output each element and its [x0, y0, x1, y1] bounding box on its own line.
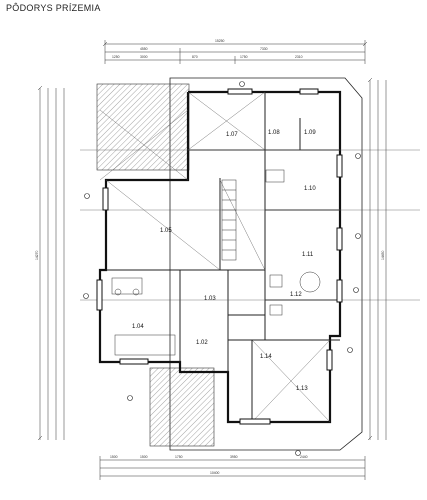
dim-left-total: 14270 — [35, 250, 39, 260]
room-1-10: 1.10 — [304, 186, 316, 192]
dim-top-c3: 870 — [192, 55, 198, 59]
dim-bot-4: 3950 — [230, 455, 238, 459]
fixtures — [111, 169, 321, 356]
room-1-08: 1.08 — [268, 130, 280, 136]
windows — [96, 88, 343, 425]
room-1-05: 1.05 — [160, 228, 172, 234]
room-1-09: 1.09 — [304, 130, 316, 136]
construction-lines — [80, 91, 420, 423]
dim-bot-1: 1500 — [110, 455, 118, 459]
room-1-12: 1.12 — [290, 292, 302, 298]
room-1-13: 1.13 — [296, 386, 308, 392]
bottom-dimension-texts: 1500 1500 1750 3950 2440 10400 — [110, 455, 308, 475]
dim-bot-2: 1500 — [140, 455, 148, 459]
dim-top-c4: 1750 — [240, 55, 248, 59]
room-1-11: 1.11 — [302, 252, 314, 258]
room-labels: 1.05 1.04 1.03 1.02 1.07 1.08 1.09 1.10 … — [132, 130, 316, 392]
dim-bot-total: 10400 — [210, 471, 220, 475]
dim-top-c2: 3000 — [140, 55, 148, 59]
room-1-03: 1.03 — [204, 296, 216, 302]
page-title: PÔDORYS PRÍZEMIA — [6, 3, 101, 13]
roof-outline — [169, 77, 363, 451]
grid-markers — [83, 81, 361, 456]
side-dimension-lines — [39, 80, 387, 440]
terrace-top — [96, 83, 190, 171]
dim-ticks — [37, 41, 373, 441]
dim-bot-5: 2440 — [300, 455, 308, 459]
top-dimension-lines — [104, 40, 366, 64]
room-1-02: 1.02 — [196, 340, 208, 346]
room-1-14: 1.14 — [260, 354, 272, 360]
dim-bot-3: 1750 — [175, 455, 183, 459]
top-dimension-texts: 15250 4550 7330 1250 3000 870 1750 2310 — [112, 39, 303, 59]
terrace-bottom — [149, 367, 215, 447]
dim-top-c1: 1250 — [112, 55, 120, 59]
dim-top-a: 4550 — [140, 47, 148, 51]
bottom-dimension-lines — [99, 456, 366, 480]
dim-right-total: 14450 — [381, 250, 385, 260]
dim-top-total: 15250 — [215, 39, 225, 43]
dim-top-c5: 2310 — [295, 55, 303, 59]
room-1-04: 1.04 — [132, 324, 144, 330]
room-1-07: 1.07 — [226, 132, 238, 138]
dim-top-b: 7330 — [260, 47, 268, 51]
